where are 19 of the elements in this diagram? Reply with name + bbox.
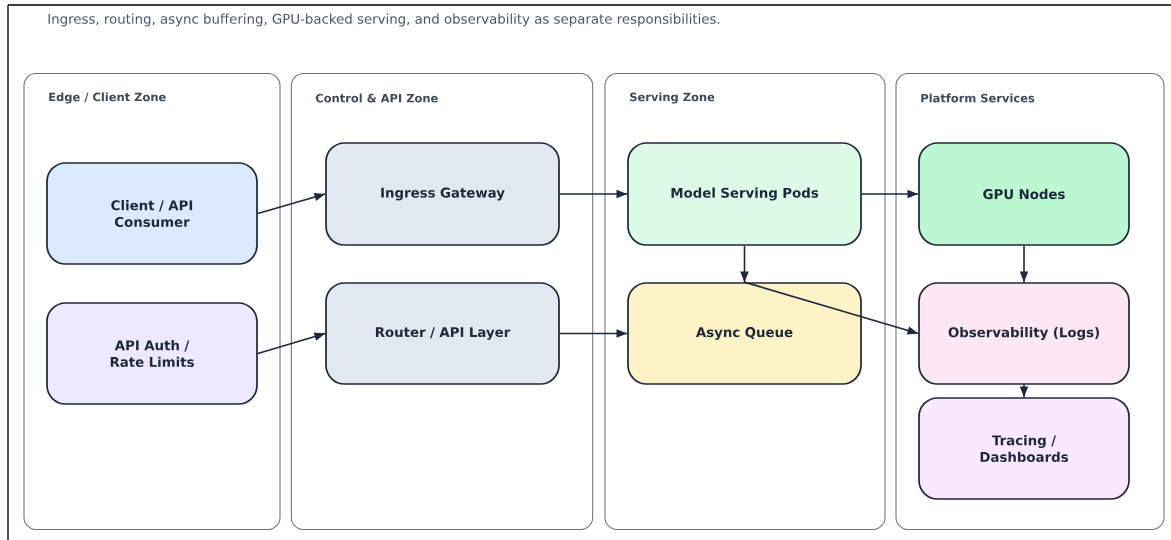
subtitle: Ingress, routing, async buffering, GPU-backed serving, and observability as separate responsibilities. (48, 13, 720, 27)
arrow (257, 192, 326, 215)
process-box: Router / API Layer (325, 282, 560, 385)
process-box: Tracing / Dashboards (918, 397, 1130, 500)
arrow (559, 189, 628, 199)
process-box: Model Serving Pods (627, 142, 862, 246)
process-box: Observability (Logs) (918, 282, 1130, 385)
process-box: Ingress Gateway (325, 142, 560, 246)
arrow (1019, 384, 1029, 398)
arrow (861, 189, 919, 199)
arrow (257, 332, 326, 355)
arrow (559, 329, 628, 338)
arrow (743, 281, 919, 335)
arrow (740, 245, 749, 283)
process-box: Async Queue (627, 282, 862, 385)
process-box: API Auth / Rate Limits (46, 302, 258, 405)
process-box: GPU Nodes (918, 142, 1130, 246)
arrow (1019, 245, 1029, 283)
process-box: Client / API Consumer (46, 162, 258, 265)
